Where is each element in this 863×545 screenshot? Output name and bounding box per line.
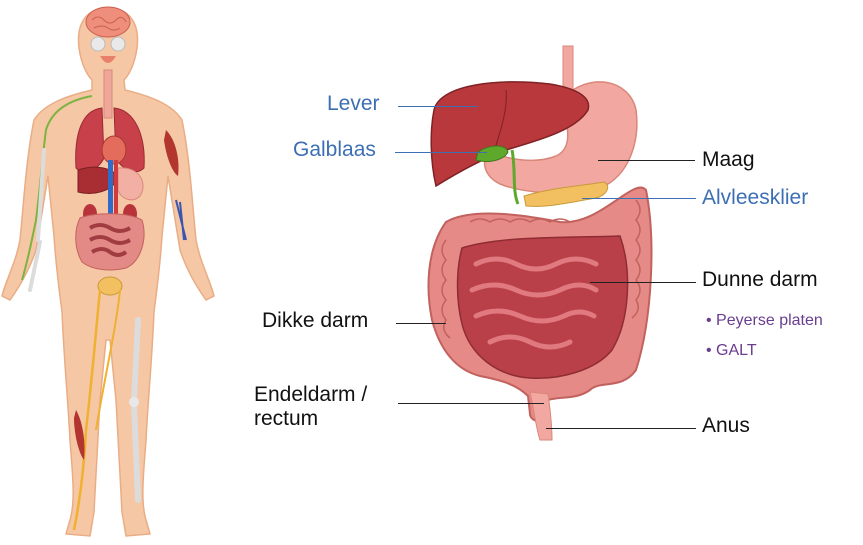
label-endeldarm-line2: rectum bbox=[254, 407, 318, 431]
leader-lever bbox=[398, 106, 478, 107]
label-galblaas: Galblaas bbox=[293, 138, 376, 162]
leader-dunne-darm bbox=[590, 282, 696, 283]
bladder bbox=[98, 277, 122, 295]
label-dunne-darm: Dunne darm bbox=[702, 268, 818, 292]
label-anus: Anus bbox=[702, 414, 750, 438]
eye-left bbox=[91, 37, 105, 51]
eye-right bbox=[111, 37, 125, 51]
sublabel-galt-text: GALT bbox=[716, 342, 757, 359]
label-maag: Maag bbox=[702, 148, 755, 172]
leader-maag bbox=[598, 160, 695, 161]
leader-alvleesklier bbox=[582, 198, 696, 199]
leader-endeldarm bbox=[398, 403, 544, 404]
knee-cap bbox=[129, 397, 139, 407]
leader-anus bbox=[546, 428, 696, 429]
brain bbox=[86, 7, 130, 37]
sublabel-peyerse-platen: • Peyerse platen bbox=[706, 311, 823, 331]
label-lever: Lever bbox=[327, 92, 380, 116]
label-dikke-darm: Dikke darm bbox=[262, 309, 368, 333]
heart bbox=[102, 136, 126, 164]
sublabel-peyerse-platen-text: Peyerse platen bbox=[716, 312, 823, 329]
trachea bbox=[104, 70, 112, 118]
sublabel-galt: • GALT bbox=[706, 341, 757, 361]
body-figure bbox=[2, 7, 214, 536]
label-alvleesklier: Alvleesklier bbox=[702, 186, 808, 210]
label-endeldarm-line1: Endeldarm / bbox=[254, 383, 367, 407]
leader-galblaas bbox=[395, 152, 487, 153]
small-intestine bbox=[458, 236, 628, 378]
leader-dikke-darm bbox=[396, 323, 446, 324]
